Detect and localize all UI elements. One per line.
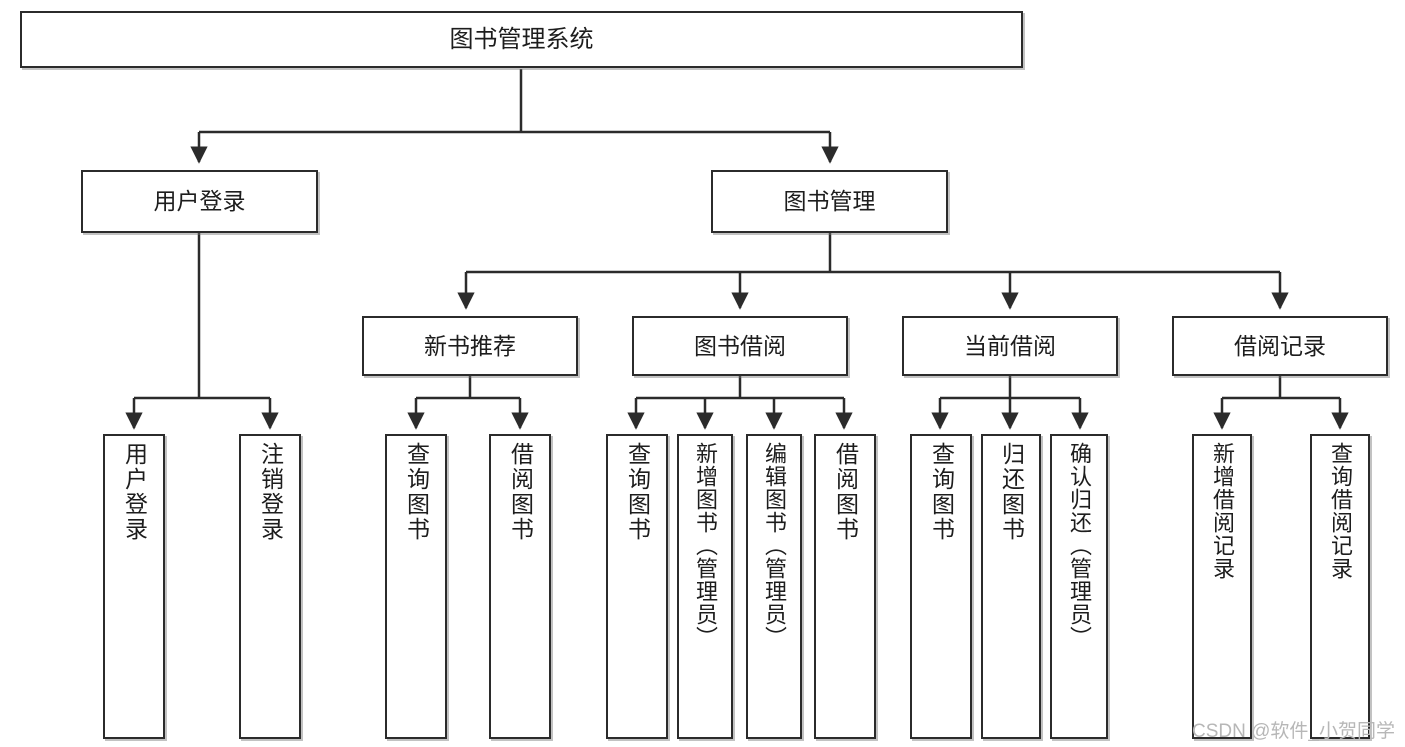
node-root-system[interactable]: 图书管理系统 xyxy=(20,11,1023,68)
node-label: 新增借阅记录 xyxy=(1210,442,1235,580)
leaf-query-book-recommend[interactable]: 查询图书 xyxy=(385,434,447,739)
leaf-query-book-borrow[interactable]: 查询图书 xyxy=(606,434,668,739)
node-label: 借阅记录 xyxy=(1234,332,1326,359)
node-borrow-record[interactable]: 借阅记录 xyxy=(1172,316,1388,376)
leaf-logout-login[interactable]: 注销登录 xyxy=(239,434,301,739)
node-label: 借阅图书 xyxy=(832,442,859,542)
node-current-borrow[interactable]: 当前借阅 xyxy=(902,316,1118,376)
node-label: 图书借阅 xyxy=(694,332,786,359)
watermark: CSDN @软件_小贺同学 xyxy=(1192,721,1395,742)
leaf-add-borrow-record[interactable]: 新增借阅记录 xyxy=(1192,434,1252,739)
node-book-borrow[interactable]: 图书借阅 xyxy=(632,316,848,376)
node-label: 图书管理 xyxy=(783,188,876,215)
node-label: 借阅图书 xyxy=(507,442,534,542)
node-label: 新书推荐 xyxy=(424,332,516,359)
node-label: 编辑图书（管理员） xyxy=(762,442,787,649)
leaf-edit-book[interactable]: 编辑图书（管理员） xyxy=(746,434,802,739)
leaf-query-borrow-record[interactable]: 查询借阅记录 xyxy=(1310,434,1370,739)
node-label: 图书管理系统 xyxy=(449,25,594,53)
leaf-return-book[interactable]: 归还图书 xyxy=(981,434,1041,739)
leaf-add-book[interactable]: 新增图书（管理员） xyxy=(677,434,733,739)
leaf-borrow-book-recommend[interactable]: 借阅图书 xyxy=(489,434,551,739)
node-label: 用户登录 xyxy=(153,188,246,215)
node-label: 用户登录 xyxy=(121,442,148,542)
node-label: 查询图书 xyxy=(403,442,430,542)
node-label: 归还图书 xyxy=(998,442,1025,542)
node-label: 新增图书（管理员） xyxy=(693,442,718,649)
leaf-user-login[interactable]: 用户登录 xyxy=(103,434,165,739)
node-label: 注销登录 xyxy=(257,442,284,542)
node-book-manage[interactable]: 图书管理 xyxy=(711,170,948,233)
node-label: 确认归还（管理员） xyxy=(1067,442,1092,649)
leaf-borrow-book[interactable]: 借阅图书 xyxy=(814,434,876,739)
node-new-book-recommend[interactable]: 新书推荐 xyxy=(362,316,578,376)
leaf-query-book-current[interactable]: 查询图书 xyxy=(910,434,972,739)
leaf-confirm-return[interactable]: 确认归还（管理员） xyxy=(1050,434,1108,739)
node-label: 当前借阅 xyxy=(964,332,1056,359)
node-label: 查询图书 xyxy=(624,442,651,542)
node-user-login[interactable]: 用户登录 xyxy=(81,170,318,233)
node-label: 查询借阅记录 xyxy=(1328,442,1353,580)
node-label: 查询图书 xyxy=(928,442,955,542)
